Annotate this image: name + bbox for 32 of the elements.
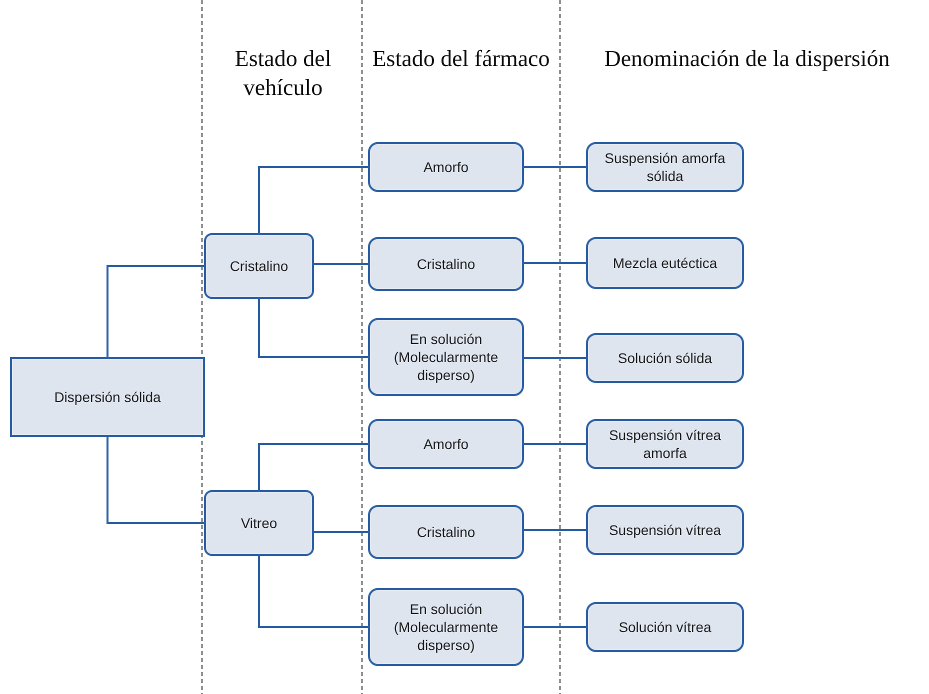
connector-line: [258, 443, 368, 490]
category-box: Solución sólida: [586, 333, 744, 383]
category-box: En solución (Molecularmente disperso): [368, 588, 524, 666]
category-box: Cristalino: [368, 505, 524, 559]
connector-line: [314, 531, 368, 533]
column-header: Estado del fármaco: [371, 45, 551, 73]
category-box: Suspensión vítrea amorfa: [586, 419, 744, 469]
connector-line: [314, 263, 368, 265]
connector-line: [258, 299, 368, 358]
category-box: Cristalino: [204, 233, 314, 299]
category-box: Suspensión amorfa sólida: [586, 142, 744, 192]
connector-line: [106, 265, 204, 357]
connector-line: [524, 357, 586, 359]
category-box: Solución vítrea: [586, 602, 744, 652]
connector-line: [524, 443, 586, 445]
category-box: Amorfo: [368, 419, 524, 469]
connector-line: [524, 529, 586, 531]
column-header: Estado del vehículo: [234, 45, 332, 102]
category-box: Amorfo: [368, 142, 524, 192]
column-header: Denominación de la dispersión: [603, 45, 891, 73]
category-box: En solución (Molecularmente disperso): [368, 318, 524, 396]
connector-line: [524, 262, 586, 264]
connector-line: [258, 166, 368, 233]
category-box: Cristalino: [368, 237, 524, 291]
category-box: Mezcla eutéctica: [586, 237, 744, 289]
connector-line: [106, 437, 204, 524]
connector-line: [524, 166, 586, 168]
category-box: Dispersión sólida: [10, 357, 205, 437]
category-box: Vitreo: [204, 490, 314, 556]
connector-line: [524, 626, 586, 628]
category-box: Suspensión vítrea: [586, 505, 744, 555]
connector-line: [258, 556, 368, 628]
